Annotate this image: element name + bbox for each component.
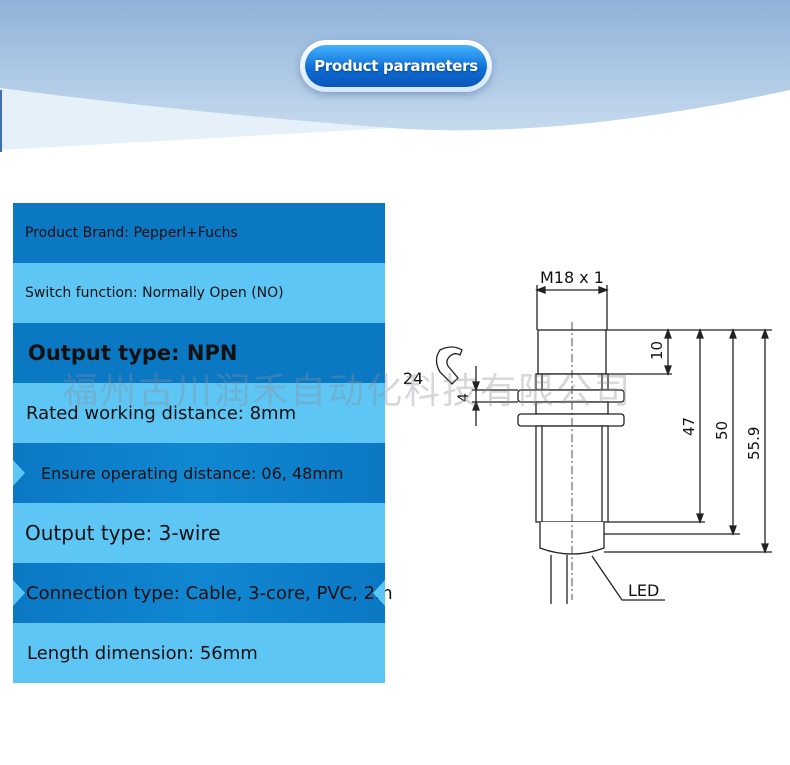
param-row-length: Length dimension: 56mm [13,623,385,683]
param-text: Product Brand: Pepperl+Fuchs [25,225,238,241]
section-title: Product parameters [305,45,487,87]
led-label: LED [628,581,659,600]
param-text: Length dimension: 56mm [27,642,258,664]
header-pill: Product parameters [300,40,492,92]
param-row-operating-distance: Ensure operating distance: 06, 48mm [13,443,385,503]
wrench-icon [435,346,463,385]
parameter-table: Product Brand: Pepperl+Fuchs Switch func… [13,203,393,683]
param-row-rated-distance: Rated working distance: 8mm [13,383,385,443]
watermark: 福州古川润禾自动化科技有限公司 [62,371,633,412]
param-row-output-type-npn: Output type: NPN [13,323,385,383]
param-row-connection-type: Connection type: Cable, 3-core, PVC, 2m [13,563,393,623]
dim-total-label: 55.9 [745,427,763,460]
param-text: Connection type: Cable, 3-core, PVC, 2m [26,582,393,604]
param-row-brand: Product Brand: Pepperl+Fuchs [13,203,385,263]
param-text: Switch function: Normally Open (NO) [25,285,284,301]
dim-head-label: 10 [648,341,666,360]
thread-label: M18 x 1 [540,268,604,287]
wrench-size-label: 24 [403,369,423,388]
nut-height-label: 4 [456,393,472,402]
param-text: Rated working distance: 8mm [26,402,297,424]
param-text: Output type: 3-wire [25,521,221,545]
param-text: Ensure operating distance: 06, 48mm [41,463,344,483]
sensor-dimension-drawing: M18 x 1 24 4 10 47 50 55.9 LED [403,268,772,604]
header-band: Product parameters [0,0,790,160]
param-text: Output type: NPN [28,341,238,365]
dim-body-label: 50 [713,421,731,440]
param-row-output-wires: Output type: 3-wire [13,503,385,563]
param-row-switch-function: Switch function: Normally Open (NO) [13,263,385,323]
dim-thread-label: 47 [680,417,698,436]
